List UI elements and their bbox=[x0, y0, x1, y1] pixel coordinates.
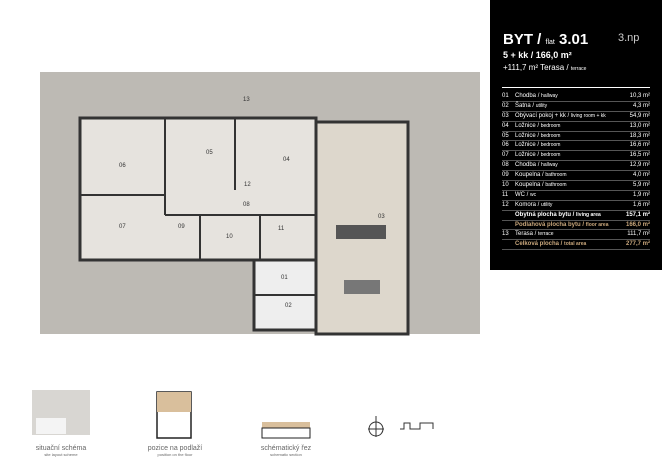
plan-label: 03 bbox=[378, 214, 385, 220]
flat-title: BYT / flat 3.01 bbox=[503, 31, 589, 48]
flat-layout: 5 + kk / 166,0 m² bbox=[503, 50, 572, 60]
terrace-summary: +111,7 m² Terasa / terrace bbox=[503, 63, 587, 72]
plan-label: 11 bbox=[278, 226, 285, 232]
info-panel: BYT / flat 3.01 3.np 5 + kk / 166,0 m² +… bbox=[490, 0, 662, 270]
plan-label: 05 bbox=[206, 150, 213, 156]
plan-label: 06 bbox=[119, 163, 126, 169]
plan-label: 01 bbox=[281, 275, 288, 281]
compass-icon bbox=[368, 416, 384, 437]
plan-label: 02 bbox=[285, 303, 292, 309]
plan-label: 04 bbox=[283, 157, 290, 163]
plan-label: 10 bbox=[226, 234, 233, 240]
scale-bar-icon bbox=[400, 422, 434, 430]
plan-label: 09 bbox=[178, 224, 185, 230]
plan-label: 12 bbox=[244, 182, 251, 188]
floor-position-thumb bbox=[156, 391, 192, 439]
plan-label: 13 bbox=[243, 97, 250, 103]
site-scheme-thumb bbox=[32, 390, 90, 435]
dining-table bbox=[336, 225, 386, 239]
plan-label: 07 bbox=[119, 224, 126, 230]
kitchen-island bbox=[344, 280, 380, 294]
floor-number: 3.np bbox=[618, 32, 640, 44]
bedroom-wing bbox=[78, 116, 318, 262]
plan-label: 08 bbox=[243, 202, 250, 208]
section-thumb bbox=[261, 422, 311, 439]
